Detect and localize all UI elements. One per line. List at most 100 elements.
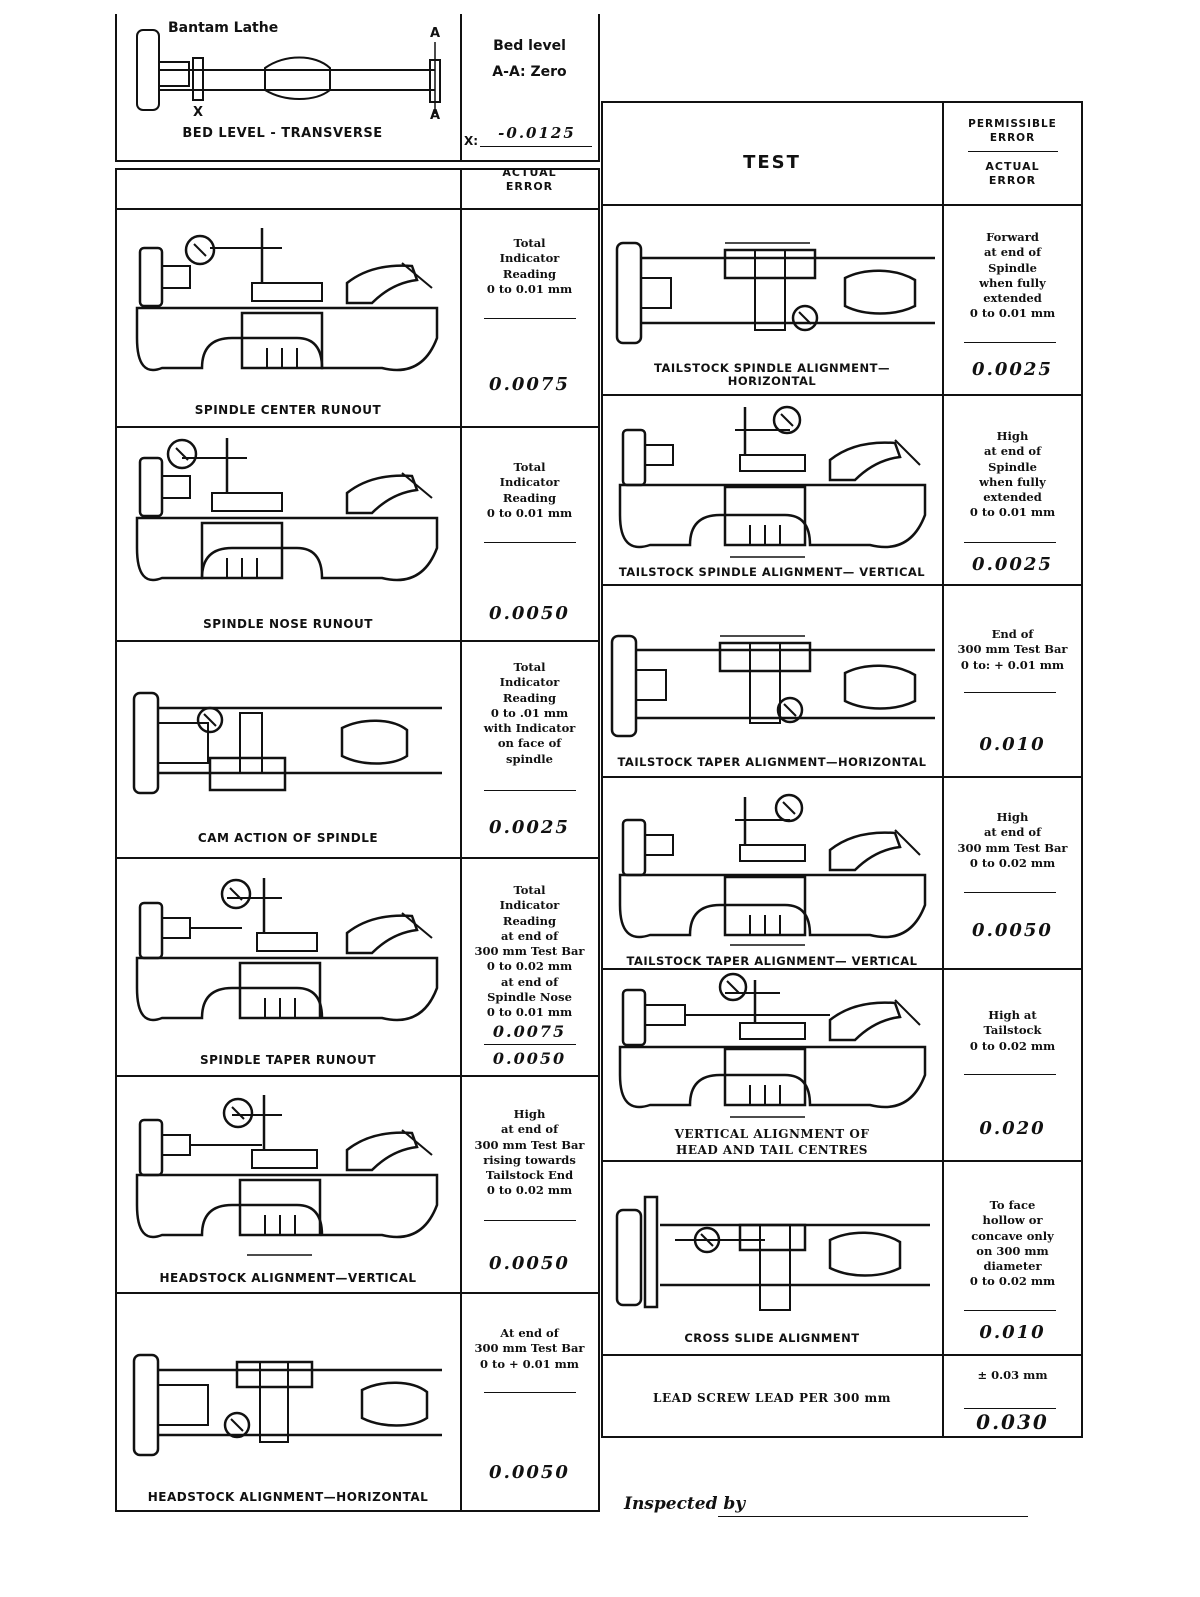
lathe-diagram [132,878,442,1038]
left-table-frame [115,168,600,1512]
entry-rule [964,1074,1056,1075]
bed-level-caption: BED LEVEL - TRANSVERSE [182,126,383,141]
bed-level-spec-2: A-A: Zero [492,64,567,80]
tolerance-spec: Total Indicator Reading 0 to 0.01 mm [486,460,573,520]
inspected-by-line[interactable] [718,1516,1028,1517]
entry-rule [484,542,576,543]
row-divider [115,640,600,642]
row-divider [115,1075,600,1077]
left-table-divider [460,168,462,1512]
row-divider [601,1354,1083,1356]
entry-rule [484,1044,576,1045]
row-divider [601,968,1083,970]
bed-level-x-label: X: [464,134,479,148]
actual-error-value: 0.030 [976,1410,1049,1434]
tolerance-spec: Total Indicator Reading at end of 300 mm… [474,883,585,1020]
actual-error-value: 0.010 [979,1322,1046,1343]
test-caption: HEADSTOCK ALIGNMENT—HORIZONTAL [147,1490,429,1504]
actual-error-value: 0.0050 [489,1462,570,1483]
right-actual-error-header: ACTUAL ERROR [985,160,1040,187]
test-caption: TAILSTOCK SPINDLE ALIGNMENT— HORIZONTAL [654,361,890,388]
lathe-diagram [615,1185,930,1315]
test-caption: TAILSTOCK TAPER ALIGNMENT—HORIZONTAL [617,755,927,769]
actual-error-value: 0.0025 [489,817,570,838]
test-header: TEST [743,152,801,173]
entry-rule [484,1392,576,1393]
actual-error-value: 0.020 [979,1118,1046,1139]
entry-rule [964,1408,1056,1409]
lathe-diagram [132,1095,442,1260]
actual-error-value: 0.010 [979,734,1046,755]
entry-rule [484,318,576,319]
bed-level-frame [115,14,600,162]
bed-level-divider [460,14,462,162]
row-divider [115,208,600,210]
permissible-error-header: PERMISSIBLE ERROR [968,118,1057,144]
inspected-by-label: Inspected by [624,1494,746,1514]
actual-error-value: 0.0075 [489,374,570,395]
bed-level-x-value: -0.0125 [498,124,576,142]
tolerance-spec: ± 0.03 mm [977,1368,1048,1382]
test-caption: VERTICAL ALIGNMENT OF HEAD AND TAIL CENT… [674,1127,870,1157]
tolerance-spec: End of 300 mm Test Bar 0 to: + 0.01 mm [957,627,1068,672]
actual-error-value: 0.0075 [492,1022,567,1041]
row-divider [601,584,1083,586]
right-table-frame [601,101,1083,1438]
tolerance-spec: Total Indicator Reading 0 to .01 mm with… [483,660,576,766]
test-caption: HEADSTOCK ALIGNMENT—VERTICAL [159,1271,417,1285]
lathe-diagram [615,405,930,565]
lathe-diagram [615,975,930,1125]
actual-error-value: 0.0050 [489,603,570,624]
entry-rule [964,1310,1056,1311]
entry-rule [484,1220,576,1221]
test-caption: LEAD SCREW LEAD PER 300 mm [653,1391,891,1405]
bed-level-x-rule [480,146,592,147]
row-divider [601,776,1083,778]
test-caption: TAILSTOCK SPINDLE ALIGNMENT— VERTICAL [618,565,926,579]
entry-rule [964,892,1056,893]
header-rule [968,151,1058,152]
tolerance-spec: High at Tailstock 0 to 0.02 mm [969,1008,1056,1053]
lathe-diagram [132,1350,442,1460]
tolerance-spec: High at end of 300 mm Test Bar 0 to 0.02… [957,810,1068,870]
test-caption: CAM ACTION OF SPINDLE [197,831,379,845]
entry-rule [964,342,1056,343]
right-table-divider [942,101,944,1438]
tolerance-spec: Total Indicator Reading 0 to 0.01 mm [486,236,573,296]
row-divider [115,1292,600,1294]
entry-rule [484,790,576,791]
marker-a-bottom: A [430,108,441,123]
actual-error-value: 0.0025 [972,359,1053,380]
tolerance-spec: Forward at end of Spindle when fully ext… [969,230,1056,321]
machine-label: Bantam Lathe [168,20,279,36]
tolerance-spec: At end of 300 mm Test Bar 0 to + 0.01 mm [474,1326,585,1371]
row-divider [115,857,600,859]
tolerance-spec: To face hollow or concave only on 300 mm… [969,1198,1056,1289]
test-caption: TAILSTOCK TAPER ALIGNMENT— VERTICAL [626,954,918,968]
row-divider [601,1160,1083,1162]
lathe-diagram [132,688,442,798]
left-actual-error-header: ACTUAL ERROR [502,166,557,193]
lathe-diagram [615,238,935,348]
test-caption: SPINDLE CENTER RUNOUT [194,403,382,417]
row-divider [601,394,1083,396]
test-caption: SPINDLE NOSE RUNOUT [203,617,373,631]
tolerance-spec: High at end of 300 mm Test Bar rising to… [474,1107,585,1198]
row-divider [601,204,1083,206]
entry-rule [964,542,1056,543]
lathe-diagram [615,795,930,955]
lathe-diagram [132,228,442,393]
lathe-diagram [132,438,442,603]
actual-error-value: 0.0025 [972,554,1053,575]
marker-a-top: A [430,26,441,41]
bed-level-diagram [135,22,450,117]
actual-error-value-2: 0.0050 [492,1049,567,1068]
lathe-diagram [610,628,935,743]
actual-error-value: 0.0050 [489,1253,570,1274]
test-caption: SPINDLE TAPER RUNOUT [199,1053,377,1067]
test-caption: CROSS SLIDE ALIGNMENT [684,1331,860,1345]
entry-rule [964,692,1056,693]
marker-x: X [193,105,204,120]
tolerance-spec: High at end of Spindle when fully extend… [969,429,1056,520]
row-divider [115,426,600,428]
